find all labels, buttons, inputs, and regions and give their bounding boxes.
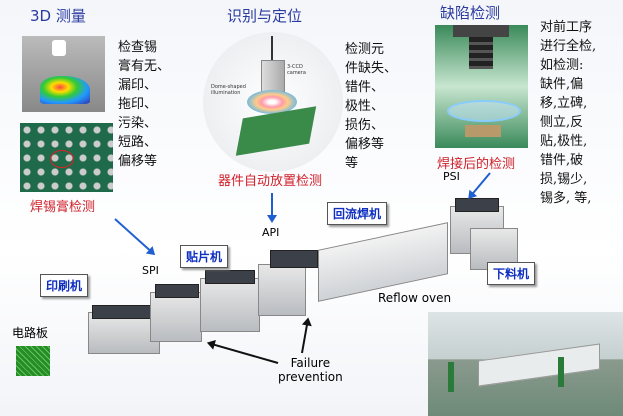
arrow-failure-2 (301, 319, 309, 354)
arrow-failure-1 (208, 342, 279, 364)
placer-top-1 (205, 270, 255, 284)
recognize-title: 识别与定位 (227, 7, 303, 25)
3d-measurement-image (22, 36, 105, 112)
spi-machine (150, 292, 202, 342)
recognize-desc: 检测元 件缺失、 错件、 极性、 损伤、 偏移等 等 (345, 42, 398, 171)
arrow-psi (468, 172, 491, 199)
placer-machine-1 (200, 278, 260, 332)
failure-prevention-label: Failure prevention (278, 356, 343, 384)
circuit-board-label: 电路板 (12, 326, 49, 340)
defect-caption: 焊接后的检测 (437, 157, 516, 172)
printer-box: 印刷机 (40, 274, 89, 297)
measure3d-desc: 检查锡 膏有无、 漏印、 拖印、 污染、 短路、 偏移等 (118, 40, 171, 169)
reflow-oven-label: Reflow oven (378, 291, 452, 305)
unloader-box: 下料机 (487, 262, 536, 285)
spi-top (155, 284, 199, 298)
reflow-oven (318, 222, 448, 302)
printer-top (92, 305, 154, 319)
reflow-box: 回流焊机 (327, 202, 388, 225)
defect-title: 缺陷检测 (440, 4, 501, 22)
placer-machine-2 (258, 264, 306, 316)
circuit-board-image (16, 346, 50, 376)
dome-label: Dome-shaped illumination (211, 84, 246, 96)
camera-label: 3-CCD camera (287, 64, 306, 76)
psi-label: PSI (443, 170, 460, 183)
camera-illustration: 3-CCD camera Dome-shaped illumination (203, 32, 343, 172)
placer-box: 贴片机 (180, 245, 229, 268)
factory-photo (428, 312, 623, 416)
api-top (270, 250, 318, 268)
aoi-illustration (435, 25, 528, 148)
measure3d-title: 3D 测量 (30, 7, 86, 25)
arrow-api (271, 193, 273, 221)
spi-label: SPI (142, 264, 159, 277)
psi-top (455, 198, 499, 212)
solder-paste-photo (20, 123, 113, 192)
arrow-spi (114, 218, 155, 255)
recognize-caption: 器件自动放置检测 (218, 174, 323, 189)
api-label: API (262, 226, 280, 239)
defect-desc: 对前工序 进行全检, 如检测: 缺件,偏 移,立碑, 侧立,反 贴,极性, 错件… (540, 20, 597, 206)
measure3d-caption: 焊锡膏检测 (30, 200, 96, 215)
